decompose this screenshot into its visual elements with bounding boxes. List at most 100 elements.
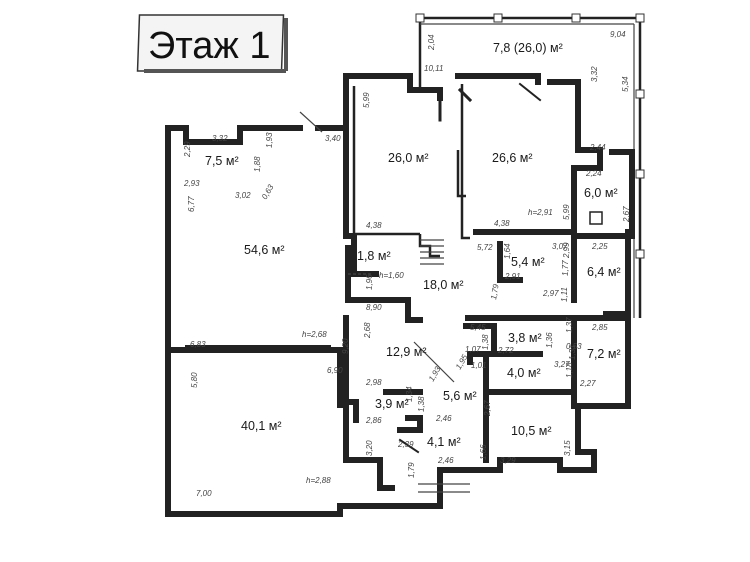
dimension-label: 6,90 <box>327 366 343 375</box>
area-5-6: 5,6 м² <box>443 389 477 403</box>
dimension-label: 10,11 <box>424 64 443 73</box>
dimension-label: 3,07 <box>552 242 568 251</box>
terrace-outline <box>415 13 645 318</box>
dimension-label: 3,32 <box>212 134 228 143</box>
area-3-8: 3,8 м² <box>508 331 542 345</box>
dimension-label: 3,15 <box>563 440 572 456</box>
dimension-label: 1,18 <box>565 362 574 378</box>
area-6-0: 6,0 м² <box>584 186 618 200</box>
dimension-label: 2,29 <box>183 141 192 158</box>
dimension-label: 2,04 <box>427 34 436 51</box>
dimension-label: 5,34 <box>621 76 630 92</box>
area-labels: 7,8 (26,0) м² 7,5 м² 26,0 м² 26,6 м² 6,0… <box>205 41 621 449</box>
area-26-6: 26,6 м² <box>492 151 533 165</box>
dimension-label: 1,38 <box>417 396 426 412</box>
dimension-label: 1,34 <box>405 386 414 402</box>
area-7-5: 7,5 м² <box>205 154 239 168</box>
area-3-9: 3,9 м² <box>375 397 409 411</box>
dimension-label: 5,99 <box>362 92 371 108</box>
dimension-label: 2,46 <box>435 414 452 423</box>
dimension-label: 3,40 <box>325 134 341 143</box>
dimension-label: 1,79 <box>489 283 501 300</box>
outer-walls <box>165 73 635 517</box>
stair <box>348 211 603 493</box>
dimension-label: 4,38 <box>494 219 510 228</box>
dimension-label: 1,93 <box>427 365 443 383</box>
dimension-label: 5,99 <box>562 204 571 220</box>
dimension-label: 5,72 <box>477 243 493 252</box>
area-4-1: 4,1 м² <box>427 435 461 449</box>
dimension-label: 1,93 <box>265 132 274 148</box>
dimension-label: 3,20 <box>365 440 374 456</box>
dimension-label: 0,53 <box>566 342 582 351</box>
dimension-label: 1,96 <box>365 274 374 290</box>
dimension-label: 1,37 <box>565 317 574 333</box>
dimension-label: 2,68 <box>363 322 372 339</box>
area-26-0: 26,0 м² <box>388 151 429 165</box>
dimension-label: 2,85 <box>591 323 608 332</box>
dimension-label: 1,77 <box>561 260 570 276</box>
area-7-2: 7,2 м² <box>587 347 621 361</box>
dimension-label: 7,00 <box>196 489 212 498</box>
dimension-label: 1,66 <box>479 444 488 460</box>
dimension-labels: 2,04 9,04 10,11 3,32 5,34 3,32 1,93 2,29 3,40 5,9… <box>183 30 631 498</box>
inner-walls <box>299 82 635 491</box>
dimension-label: 1,31 <box>568 344 577 360</box>
area-54-6: 54,6 м² <box>244 243 285 257</box>
dimension-label: 4,38 <box>366 221 382 230</box>
area-6-4: 6,4 м² <box>587 265 621 279</box>
dimension-label: 1,07 <box>465 345 481 354</box>
dimension-label: 2,46 <box>437 456 454 465</box>
area-5-4: 5,4 м² <box>511 255 545 269</box>
dimension-label: 2,99 <box>562 242 571 259</box>
dimension-label: 6,77 <box>187 196 196 212</box>
area-40-1: 40,1 м² <box>241 419 282 433</box>
dimension-label: 1,01 <box>471 361 487 370</box>
dimension-label: 2,44 <box>589 143 606 152</box>
dimension-label: 5,80 <box>190 372 199 388</box>
dimension-label: 2,72 <box>497 346 514 355</box>
floor-title: Этаж 1 <box>148 25 271 67</box>
dimension-label: 2,91 <box>504 272 521 281</box>
dimension-label: 3,32 <box>590 66 599 82</box>
dimension-label: 1,79 <box>407 462 416 478</box>
dimension-label: 3,27 <box>554 360 570 369</box>
dimension-label: 9,20 <box>341 338 350 354</box>
area-10-5: 10,5 м² <box>511 424 552 438</box>
dimension-label: h=1,60 <box>379 271 404 280</box>
dimension-label: 2,39 <box>397 440 414 449</box>
dimension-label: h=2,68 <box>302 330 327 339</box>
dimension-label: 3,29 <box>500 456 516 465</box>
dimension-label: 0,63 <box>260 183 276 201</box>
dimension-label: 2,27 <box>579 379 596 388</box>
dimension-label: 1,11 <box>560 287 569 302</box>
dimension-label: 1,88 <box>253 156 262 172</box>
dimension-label: 3,02 <box>235 191 251 200</box>
dimension-label: 2,93 <box>183 179 200 188</box>
dimension-label: 2,25 <box>591 242 608 251</box>
dimension-label: 8,90 <box>366 303 382 312</box>
dimension-label: h=2,91 <box>528 208 553 217</box>
dimension-label: 1,38 <box>481 334 490 350</box>
dimension-label: 9,04 <box>610 30 626 39</box>
area-terrace: 7,8 (26,0) м² <box>493 41 563 55</box>
dimension-label: 2,67 <box>483 400 492 417</box>
dimension-label: 1,64 <box>503 243 512 259</box>
dimension-label: 6,83 <box>190 340 206 349</box>
boiler-icon <box>589 211 603 225</box>
area-12-9: 12,9 м² <box>386 345 427 359</box>
dimension-label: 2,67 <box>622 206 631 223</box>
dimension-label: 2,98 <box>365 378 382 387</box>
dimension-label: h=2,88 <box>306 476 331 485</box>
dimension-label: 1,36 <box>545 332 554 348</box>
dimension-label: 2,97 <box>542 289 559 298</box>
dimension-label: 2,86 <box>365 416 382 425</box>
title-box: Этаж 1 <box>136 14 288 73</box>
area-1-8: 1,8 м² <box>357 249 391 263</box>
dimension-label: 5,45 <box>470 323 486 332</box>
area-18-0: 18,0 м² <box>423 278 464 292</box>
dimension-label: 2,24 <box>585 169 602 178</box>
area-4-0: 4,0 м² <box>507 366 541 380</box>
